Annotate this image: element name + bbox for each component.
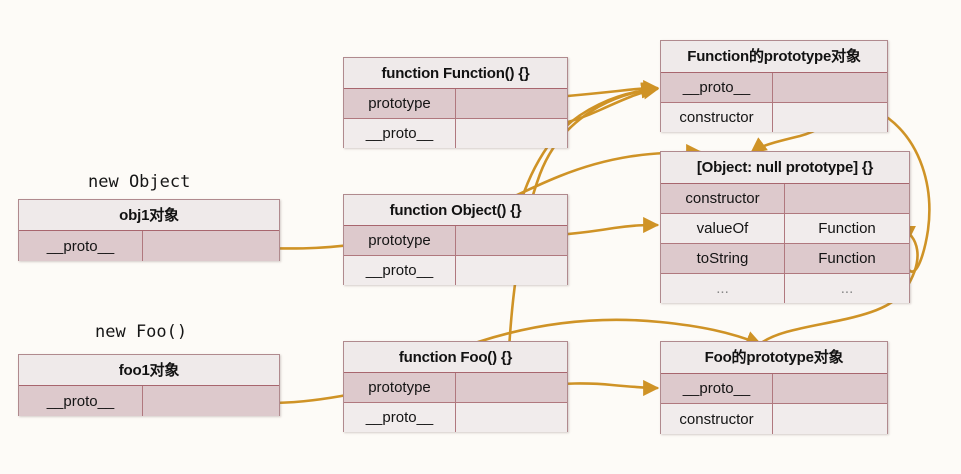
table-row: __proto__ [19,386,279,416]
table-row: prototype [344,89,567,119]
cell-key: __proto__ [344,403,456,432]
cell-key: __proto__ [344,256,456,285]
cell-value [143,231,279,261]
cell-key: __proto__ [19,386,143,416]
table-row: constructor [661,103,887,132]
box-foo-prototype-object-header: Foo的prototype对象 [661,342,887,374]
box-foo-constructor-header: function Foo() {} [344,342,567,373]
cell-value [773,103,887,132]
cell-value [773,374,887,403]
table-row: __proto__ [344,256,567,285]
table-row: __proto__ [19,231,279,261]
cell-value: ... [785,274,909,303]
table-row: __proto__ [661,73,887,103]
cell-value: Function [785,214,909,243]
cell-key: __proto__ [344,119,456,148]
box-object-constructor-header: function Object() {} [344,195,567,226]
cell-value [456,226,567,255]
box-foo-constructor: function Foo() {} prototype __proto__ [343,341,568,432]
cell-key: prototype [344,226,456,255]
cell-value [456,373,567,402]
table-row: prototype [344,226,567,256]
caption-new-object: new Object [88,172,191,192]
cell-value [456,89,567,118]
cell-value [456,403,567,432]
cell-value [773,404,887,434]
caption-new-foo: new Foo() [95,322,188,342]
cell-value [143,386,279,416]
cell-value: Function [785,244,909,273]
cell-key: constructor [661,184,785,213]
box-obj1: obj1对象 __proto__ [18,199,280,261]
box-function-prototype-object: Function的prototype对象 __proto__ construct… [660,40,888,132]
box-object-constructor: function Object() {} prototype __proto__ [343,194,568,285]
cell-key: ... [661,274,785,303]
table-row: constructor [661,184,909,214]
table-row: prototype [344,373,567,403]
box-obj1-header: obj1对象 [19,200,279,231]
table-row: __proto__ [661,374,887,404]
box-function-constructor-header: function Function() {} [344,58,567,89]
table-row: valueOf Function [661,214,909,244]
box-function-constructor: function Function() {} prototype __proto… [343,57,568,148]
cell-value [456,119,567,148]
cell-key: constructor [661,404,773,434]
box-foo-prototype-object: Foo的prototype对象 __proto__ constructor [660,341,888,434]
cell-key: prototype [344,89,456,118]
box-foo1: foo1对象 __proto__ [18,354,280,416]
cell-key: toString [661,244,785,273]
cell-value [456,256,567,285]
cell-key: prototype [344,373,456,402]
table-row: ... ... [661,274,909,303]
cell-value [785,184,909,213]
box-foo1-header: foo1对象 [19,355,279,386]
table-row: toString Function [661,244,909,274]
table-row: __proto__ [344,403,567,432]
box-object-prototype-object-header: [Object: null prototype] {} [661,152,909,184]
cell-key: __proto__ [661,73,773,102]
box-object-prototype-object: [Object: null prototype] {} constructor … [660,151,910,303]
cell-key: __proto__ [661,374,773,403]
table-row: __proto__ [344,119,567,148]
table-row: constructor [661,404,887,434]
cell-key: __proto__ [19,231,143,261]
cell-key: valueOf [661,214,785,243]
cell-key: constructor [661,103,773,132]
box-function-prototype-object-header: Function的prototype对象 [661,41,887,73]
cell-value [773,73,887,102]
